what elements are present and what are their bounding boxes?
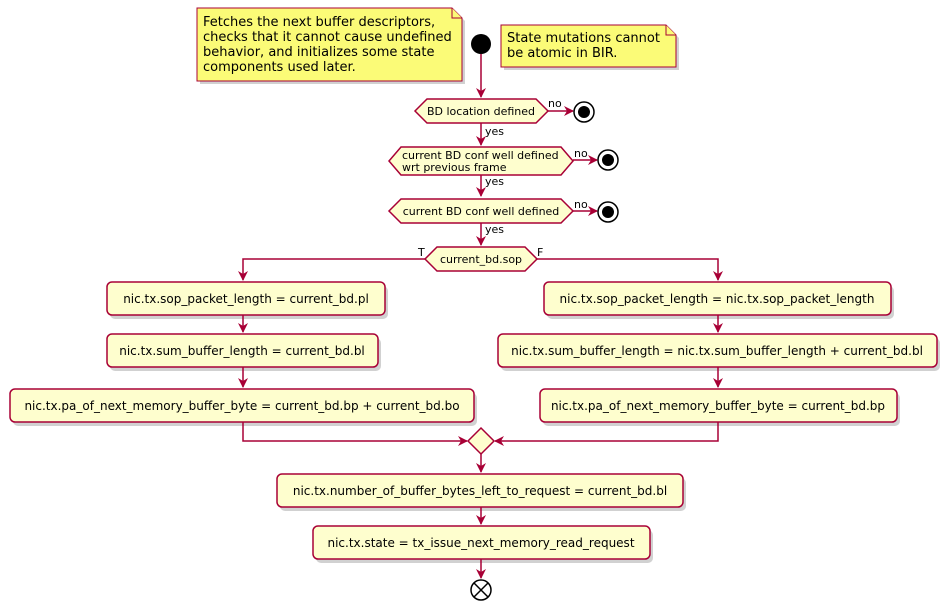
action-left-2: nic.tx.sum_buffer_length = current_bd.bl [106, 333, 381, 371]
action-left-1: nic.tx.sop_packet_length = current_bd.pl [106, 281, 388, 319]
decision-3-label: current BD conf well defined [403, 205, 560, 218]
note-left-line-1: Fetches the next buffer descriptors, [203, 15, 435, 30]
decision-2-label-line-2: wrt previous frame [402, 161, 507, 174]
decision-1-yes-label: yes [485, 125, 504, 138]
note-left-line-4: components used later. [203, 60, 356, 75]
action-right-2: nic.tx.sum_buffer_length = nic.tx.sum_bu… [497, 333, 940, 371]
decision-4-true-label: T [417, 246, 425, 259]
decision-2-label-line-1: current BD conf well defined [402, 149, 559, 162]
note-left-line-2: checks that it cannot cause undefined [203, 30, 452, 45]
decision-4-label: current_bd.sop [440, 253, 522, 266]
svg-text:nic.tx.sum_buffer_length = nic: nic.tx.sum_buffer_length = nic.tx.sum_bu… [511, 344, 923, 358]
action-after-2: nic.tx.state = tx_issue_next_memory_read… [312, 525, 653, 563]
svg-text:nic.tx.sum_buffer_length = cur: nic.tx.sum_buffer_length = current_bd.bl [119, 344, 365, 358]
decision-3-yes-label: yes [485, 223, 504, 236]
svg-text:nic.tx.state = tx_issue_next_m: nic.tx.state = tx_issue_next_memory_read… [327, 536, 634, 550]
decision-4-false-label: F [537, 246, 543, 259]
decision-bd-location-defined: BD location defined [413, 98, 550, 124]
decision-1-no-label: no [548, 97, 562, 110]
decision-3-no-label: no [574, 198, 588, 211]
note-left: Fetches the next buffer descriptors, che… [196, 7, 465, 84]
stop-node-1 [573, 101, 595, 123]
decision-1-label: BD location defined [427, 105, 535, 118]
stop-node-2 [597, 149, 619, 171]
decision-conf-well-defined: current BD conf well defined [387, 198, 575, 224]
svg-text:nic.tx.sop_packet_length = cur: nic.tx.sop_packet_length = current_bd.pl [123, 292, 369, 306]
action-left-3: nic.tx.pa_of_next_memory_buffer_byte = c… [9, 388, 477, 426]
decision-current-bd-sop: current_bd.sop [423, 246, 539, 272]
svg-text:nic.tx.number_of_buffer_bytes_: nic.tx.number_of_buffer_bytes_left_to_re… [293, 484, 667, 498]
svg-text:nic.tx.pa_of_next_memory_buffe: nic.tx.pa_of_next_memory_buffer_byte = c… [24, 399, 459, 413]
action-right-1: nic.tx.sop_packet_length = nic.tx.sop_pa… [543, 281, 894, 319]
action-right-3: nic.tx.pa_of_next_memory_buffer_byte = c… [539, 388, 900, 426]
note-left-line-3: behavior, and initializes some state [203, 45, 434, 60]
stop-node-3 [597, 201, 619, 223]
note-right-line-1: State mutations cannot [507, 31, 660, 46]
flow-final-node [470, 579, 492, 601]
svg-text:nic.tx.pa_of_next_memory_buffe: nic.tx.pa_of_next_memory_buffer_byte = c… [551, 399, 885, 413]
decision-conf-wrt-previous-frame: current BD conf well defined wrt previou… [388, 146, 574, 176]
note-right: State mutations cannot be atomic in BIR. [500, 24, 679, 70]
svg-text:nic.tx.sop_packet_length = nic: nic.tx.sop_packet_length = nic.tx.sop_pa… [560, 292, 875, 306]
start-node [471, 34, 491, 54]
decision-2-no-label: no [574, 147, 588, 160]
merge-node [466, 426, 496, 456]
action-after-1: nic.tx.number_of_buffer_bytes_left_to_re… [276, 473, 686, 511]
decision-2-yes-label: yes [485, 175, 504, 188]
note-right-line-2: be atomic in BIR. [507, 46, 617, 61]
